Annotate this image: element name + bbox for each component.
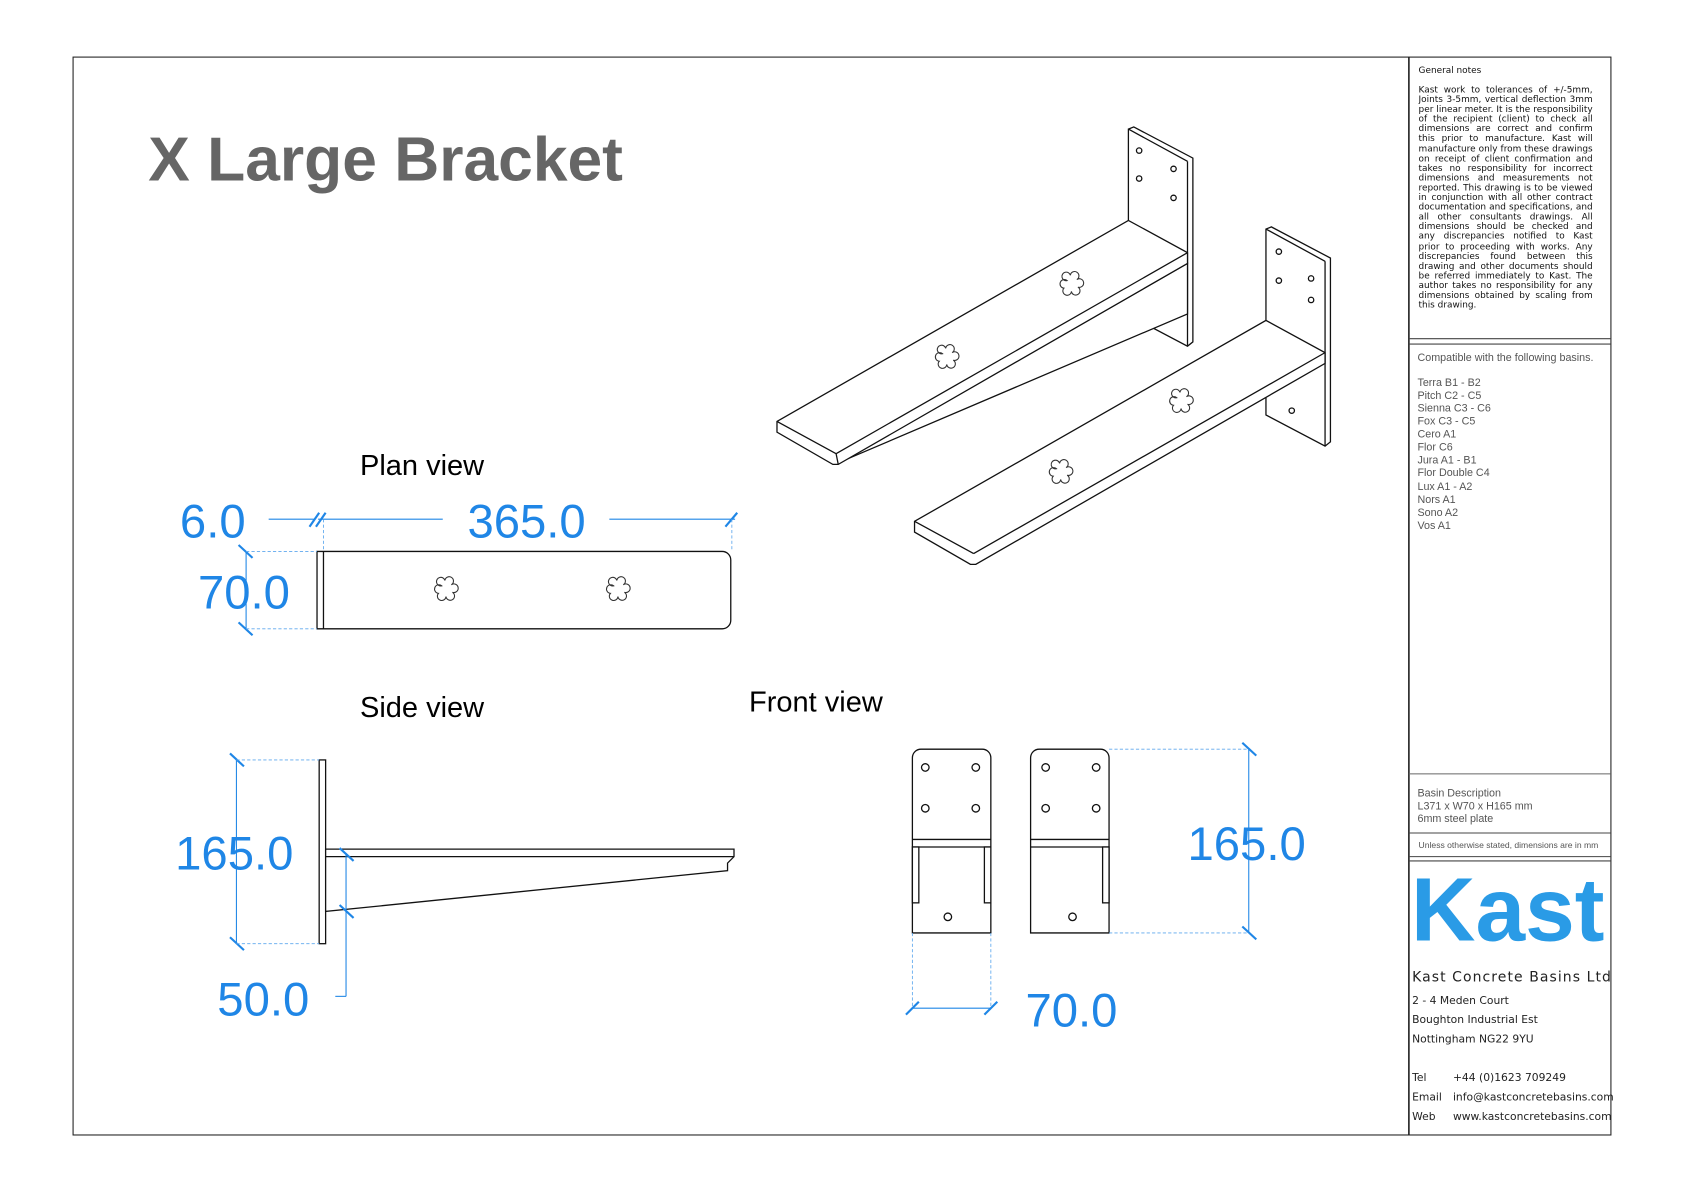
list-item: Fox C3 - C5	[1417, 416, 1475, 428]
list-item: Flor Double C4	[1417, 467, 1489, 479]
address-line: Boughton Industrial Est	[1412, 1013, 1538, 1026]
isometric-view	[776, 126, 1332, 565]
company-name: Kast Concrete Basins Ltd	[1412, 969, 1612, 985]
sheet-border	[72, 56, 1612, 1136]
general-notes: Kast work to tolerances of +/-5mm, Joint…	[1418, 83, 1593, 310]
units-note: Unless otherwise stated, dimensions are …	[1419, 840, 1599, 850]
description-title: Basin Description	[1417, 787, 1501, 799]
front-view: Front view 165.0 70.0	[749, 687, 1306, 1038]
notes-title: General notes	[1418, 64, 1482, 76]
bracket-3d	[913, 226, 1332, 565]
dim-front-width: 70.0	[1025, 984, 1117, 1037]
list-item: Jura A1 - B1	[1417, 454, 1476, 466]
plan-plate	[316, 550, 732, 630]
plan-view: Plan view 6.0 365.0 70.0	[180, 450, 739, 637]
compatible-list: Terra B1 - B2 Pitch C2 - C5 Sienna C3 - …	[1417, 377, 1490, 532]
dim-plan-width: 70.0	[198, 566, 290, 619]
contact-email: info@kastconcretebasins.com	[1453, 1091, 1614, 1104]
plan-view-label: Plan view	[360, 450, 485, 482]
address-line: Nottingham NG22 9YU	[1412, 1033, 1534, 1046]
dim-front-height: 165.0	[1187, 818, 1305, 871]
bracket-3d	[776, 126, 1194, 466]
contact-label: Tel	[1411, 1071, 1426, 1084]
description-line: 6mm steel plate	[1417, 813, 1493, 825]
dim-plan-length: 365.0	[467, 495, 585, 548]
dim-side-height: 165.0	[175, 828, 293, 881]
dim-side-depth: 50.0	[217, 974, 309, 1027]
contact-label: Web	[1412, 1110, 1436, 1123]
contact-label: Email	[1412, 1091, 1442, 1104]
list-item: Lux A1 - A2	[1417, 481, 1472, 493]
list-item: Terra B1 - B2	[1417, 377, 1480, 389]
list-item: Sono A2	[1417, 507, 1458, 519]
dim-plan-thickness: 6.0	[180, 495, 246, 548]
contact-web: www.kastconcretebasins.com	[1453, 1110, 1612, 1123]
side-view-label: Side view	[360, 692, 485, 724]
address-line: 2 - 4 Meden Court	[1412, 994, 1509, 1007]
kast-logo: Kast	[1411, 859, 1604, 960]
front-view-label: Front view	[749, 687, 884, 719]
list-item: Pitch C2 - C5	[1417, 390, 1481, 402]
list-item: Flor C6	[1417, 441, 1452, 453]
list-item: Cero A1	[1417, 429, 1456, 441]
title-block: General notes Kast work to tolerances of…	[1408, 64, 1614, 1123]
drawing-title: X Large Bracket	[148, 126, 623, 195]
list-item: Vos A1	[1417, 520, 1450, 532]
contact-phone: +44 (0)1623 709249	[1453, 1071, 1566, 1084]
side-view: Side view 165.0 50.0	[175, 692, 735, 1027]
list-item: Sienna C3 - C6	[1417, 403, 1490, 415]
description-line: L371 x W70 x H165 mm	[1417, 800, 1532, 812]
compatible-title: Compatible with the following basins.	[1417, 352, 1593, 364]
list-item: Nors A1	[1417, 494, 1455, 506]
